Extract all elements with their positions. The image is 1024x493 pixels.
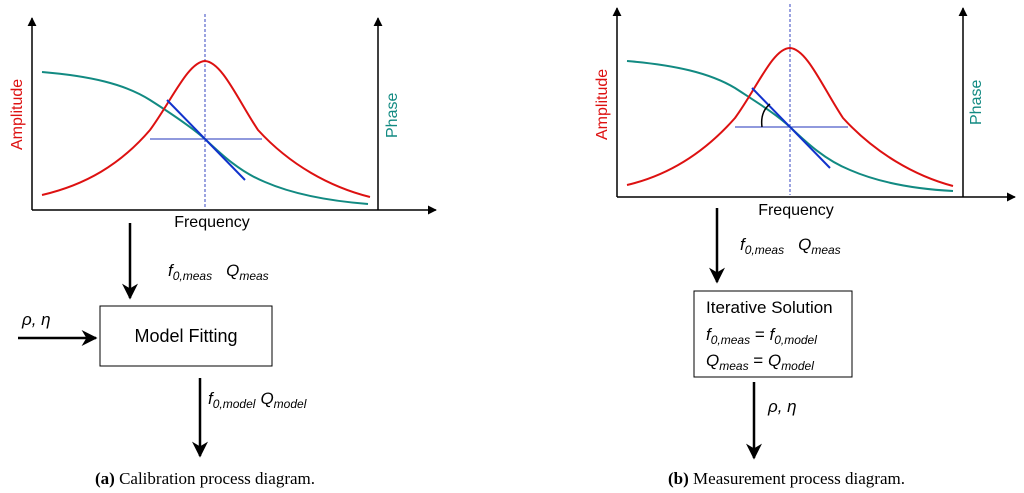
caption-b: (b) Measurement process diagram.	[668, 469, 905, 488]
frequency-axis-label-b: Frequency	[758, 202, 834, 219]
phase-axis-label-a: Phase	[384, 93, 401, 138]
iterative-solution-box	[693, 290, 853, 378]
tangent-line-a	[166, 99, 246, 181]
amplitude-curve-b	[626, 46, 954, 187]
graph-a: Amplitude Phase Frequency	[9, 14, 437, 231]
caption-a: (a) Calibration process diagram.	[95, 469, 315, 488]
amplitude-axis-label-a: Amplitude	[9, 79, 26, 150]
output-params-label-b: ρ, η	[767, 397, 797, 416]
equation-quality-factor: Qmeas = Qmodel	[706, 351, 814, 373]
angle-arc-b	[760, 103, 771, 128]
iterative-solution-title: Iterative Solution	[706, 298, 833, 317]
equation-frequency: f0,meas = f0,model	[706, 325, 817, 347]
frequency-axis-label-a: Frequency	[174, 214, 250, 231]
amplitude-axis-label-b: Amplitude	[594, 69, 611, 140]
model-fitting-label: Model Fitting	[134, 326, 237, 346]
input-params-label-a: ρ, η	[21, 310, 51, 329]
model-fitting-box	[99, 305, 273, 367]
amplitude-curve-a	[41, 59, 371, 198]
tangent-line-b	[751, 87, 831, 169]
phase-axis-label-b: Phase	[968, 80, 985, 125]
graph-b: Amplitude Phase Frequency	[594, 4, 1016, 219]
